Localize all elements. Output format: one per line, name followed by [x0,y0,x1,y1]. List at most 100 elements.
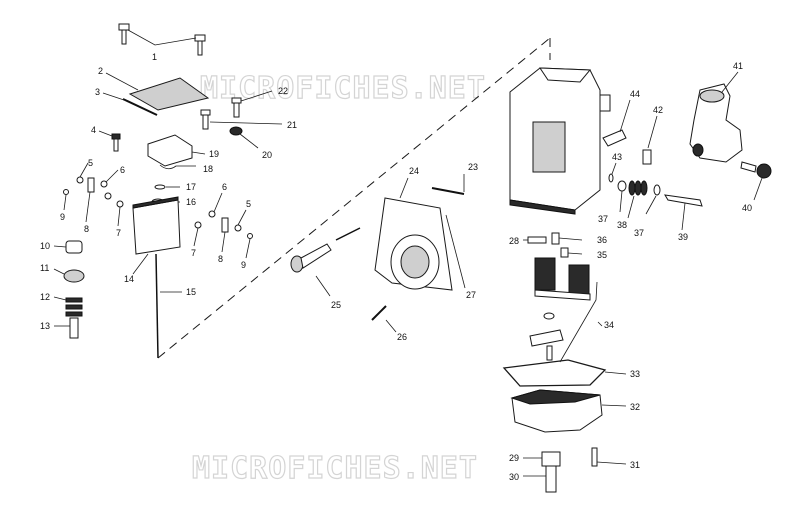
callout-8b: 8 [218,254,223,264]
leader-5b [237,209,247,226]
float-left [534,257,556,291]
pin-26 [371,305,387,321]
leader-27 [445,214,466,289]
callout-37a: 37 [598,214,608,224]
callout-17: 17 [186,182,196,192]
clip-43 [608,173,614,183]
leader-37b [645,195,657,215]
clip-17 [154,184,166,190]
leader-19 [191,151,206,155]
needle-15 [155,253,159,359]
leader-38 [627,195,635,219]
float-valve-seat [543,312,555,320]
spring-38 [628,180,648,196]
screw-1-left [118,23,130,45]
leader-35 [567,252,583,255]
callout-15: 15 [186,287,196,297]
callout-9a: 9 [60,212,65,222]
callout-29: 29 [509,453,519,463]
cover-plate-2 [128,77,210,111]
callout-11: 11 [40,263,49,273]
spring-12 [65,297,83,317]
callout-7b: 7 [191,248,196,258]
leader-11 [53,268,65,275]
callout-23: 23 [468,162,478,172]
leader-4 [98,130,113,137]
leader-40 [753,177,763,201]
ring-7-left-a [104,192,112,200]
callout-33: 33 [630,369,640,379]
callout-19: 19 [209,149,219,159]
callout-5b: 5 [246,199,251,209]
screw-39 [664,194,703,207]
clip-18 [159,164,196,170]
callout-25: 25 [331,300,341,310]
callout-35: 35 [597,250,607,260]
screw-40 [740,161,772,179]
leader-1 [127,29,197,46]
float-bracket-34 [559,281,598,363]
clip-9-left [63,189,69,195]
drain-stem-30 [545,465,557,493]
nut-20 [229,126,243,136]
throttle-cover-41-top [699,89,725,103]
jet-36 [551,232,560,245]
leader-37a [619,190,623,213]
callout-7a: 7 [116,228,121,238]
callout-8a: 8 [84,224,89,234]
washer-5-right [234,224,242,232]
callout-32: 32 [630,402,640,412]
callout-36: 36 [597,235,607,245]
callout-16: 16 [186,197,196,207]
leader-39 [681,202,686,231]
leader-2 [105,72,139,91]
callout-41: 41 [733,61,743,71]
bracket-19 [147,134,193,167]
leader-9b [245,238,251,259]
gasket-23 [431,187,465,195]
leader-21 [209,121,283,125]
float-bowl-32-top [510,389,601,405]
throttle-cover-41-port [692,143,704,157]
callout-2: 2 [98,66,103,76]
callout-30: 30 [509,472,519,482]
ring-6-left [100,180,108,188]
leader-36 [558,237,583,241]
callout-27: 27 [466,290,476,300]
callout-6b: 6 [222,182,227,192]
screw-21 [200,109,211,130]
callout-39: 39 [678,232,688,242]
callout-44: 44 [630,89,640,99]
callout-26: 26 [397,332,407,342]
float-arm [534,289,591,301]
screw-31 [591,447,598,467]
leader-33 [604,371,627,375]
float-valve-needle [546,345,553,361]
leader-43 [611,162,617,175]
leader-8a [85,191,91,223]
drain-plug-29 [541,451,561,467]
washer-37-right [653,184,661,196]
leader-9a [63,194,67,211]
leader-7a [117,206,121,227]
callout-10: 10 [40,241,50,251]
washer-37-left [617,180,627,192]
alignment-dashed-line [157,37,551,359]
callout-4: 4 [91,125,96,135]
leader-3 [102,92,125,101]
fitting-44 [602,129,627,147]
screw-1-right [194,34,206,56]
throttle-slide-top [132,196,179,209]
leader-26 [385,319,397,333]
leader-7b [193,227,199,247]
callout-12: 12 [40,292,50,302]
callout-24: 24 [409,166,419,176]
callout-9b: 9 [241,260,246,270]
pin-8-left [87,177,95,193]
intake-bore-inner [400,245,430,279]
callout-34: 34 [604,320,614,330]
leader-31 [596,461,627,465]
screw-4 [111,133,121,152]
